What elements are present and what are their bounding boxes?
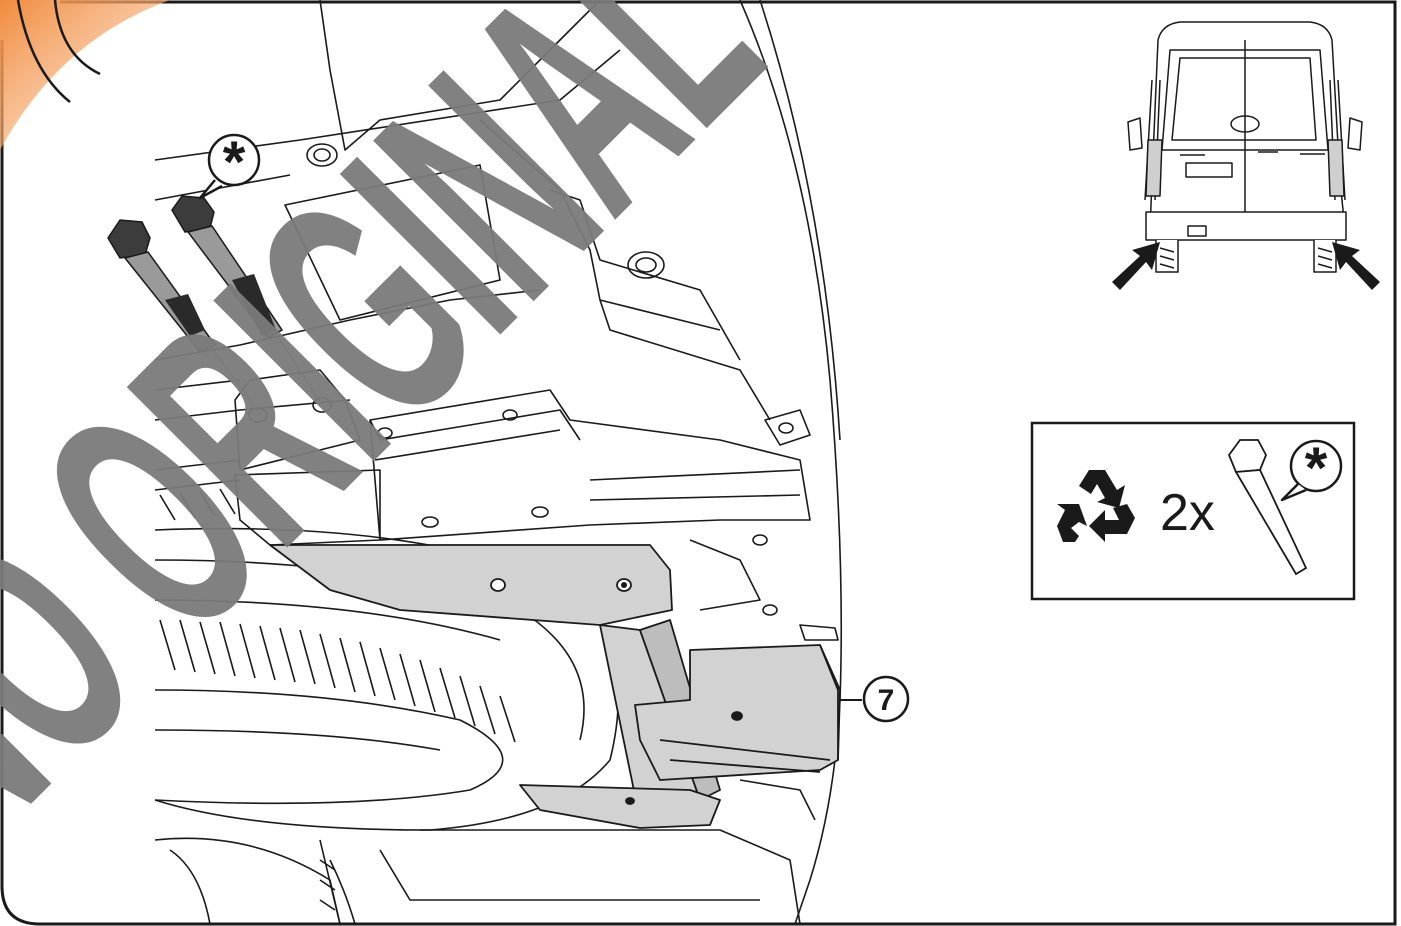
part-callout-7: 7 — [840, 675, 910, 723]
van-arrows — [1112, 242, 1380, 290]
inset-asterisk-callout: * — [1280, 436, 1343, 502]
arrow-left-icon — [1112, 242, 1160, 290]
bolt-left — [107, 219, 261, 416]
recycle-icon — [1057, 470, 1135, 542]
inset-asterisk-mark: * — [1305, 436, 1328, 501]
underbody-illustration — [154, 0, 843, 925]
inset-bolt — [1227, 439, 1308, 576]
part-number-label: 7 — [878, 684, 895, 717]
reuse-inset: 2x * — [1030, 421, 1356, 601]
corner-accent — [0, 0, 170, 150]
bolt-right — [171, 195, 323, 406]
bolts — [107, 195, 323, 416]
bolt-callout-mark: * — [223, 130, 246, 195]
bracket-part-7 — [269, 544, 841, 829]
bolt-callout: * — [198, 130, 261, 200]
arrow-right-icon — [1332, 242, 1380, 290]
reuse-quantity: 2x — [1160, 484, 1215, 542]
van-rear-view — [1127, 21, 1363, 273]
